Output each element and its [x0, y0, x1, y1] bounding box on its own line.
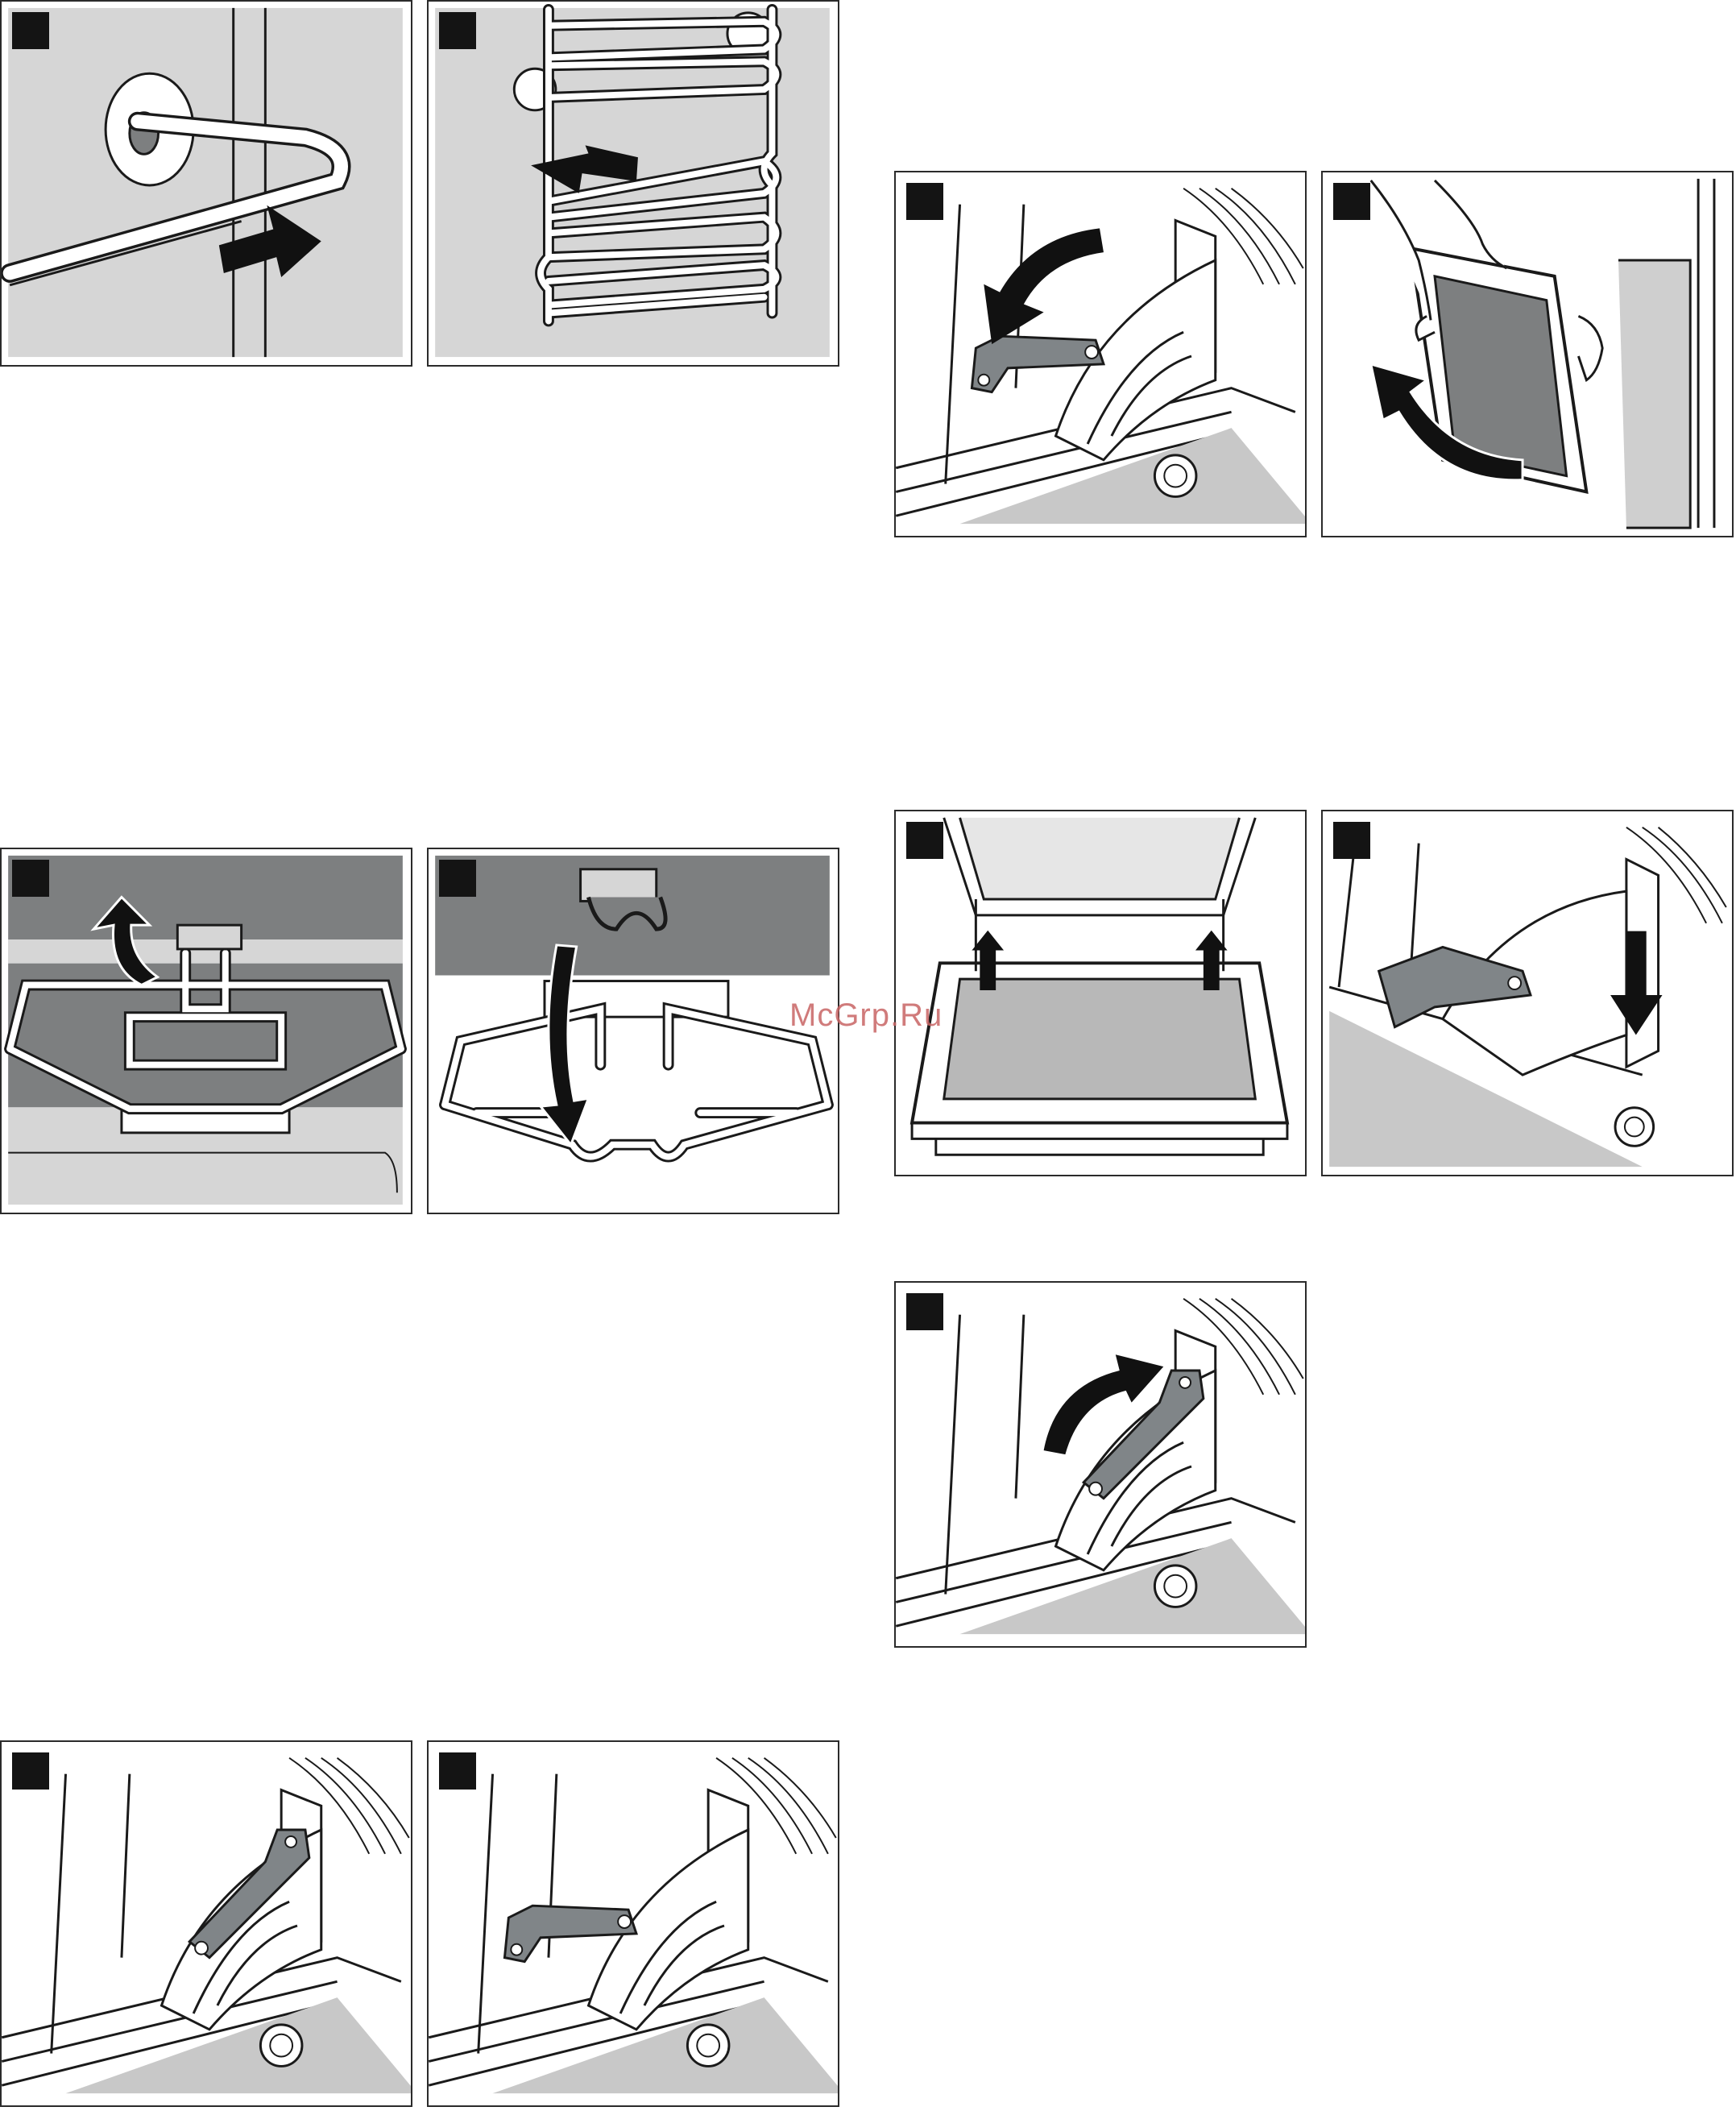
figure-10: [1321, 810, 1734, 1176]
figure-number-box: [439, 1752, 476, 1790]
figure-number-box: [906, 183, 943, 220]
hinge-lever-open-illustration: [2, 1742, 411, 2105]
figure-number-box: [906, 822, 943, 859]
door-reattach-illustration: [896, 811, 1305, 1175]
figure-9: [894, 810, 1307, 1176]
grill-unclip-illustration: [2, 849, 411, 1213]
figure-11: [894, 1281, 1307, 1648]
curved-arrow-down-icon: [984, 228, 1104, 344]
figure-number-box: [439, 860, 476, 897]
rack-hook-illustration: [2, 2, 411, 365]
figure-1: [0, 0, 412, 367]
figure-number-box: [1333, 183, 1370, 220]
figure-7: [894, 171, 1307, 537]
figure-5: [0, 1740, 412, 2107]
watermark-text: McGrp.Ru: [789, 997, 943, 1034]
figure-number-box: [439, 12, 476, 49]
figure-number-box: [12, 12, 49, 49]
hinge-lever-rotated-illustration: [429, 1742, 838, 2105]
hinge-lever-fold-down-illustration: [896, 172, 1305, 536]
figure-number-box: [12, 1752, 49, 1790]
figure-number-box: [1333, 822, 1370, 859]
figure-3: [0, 848, 412, 1214]
hinge-insert-illustration: [1323, 811, 1732, 1175]
figure-number-box: [906, 1293, 943, 1330]
figure-4: [427, 848, 839, 1214]
grill-lower-illustration: [429, 849, 838, 1213]
hinge-lever-close-illustration: [896, 1283, 1305, 1646]
figure-2: [427, 0, 839, 367]
rack-pull-illustration: [429, 2, 838, 365]
figure-6: [427, 1740, 839, 2107]
figure-8: [1321, 171, 1734, 537]
figure-number-box: [12, 860, 49, 897]
door-lift-off-illustration: [1323, 172, 1732, 536]
